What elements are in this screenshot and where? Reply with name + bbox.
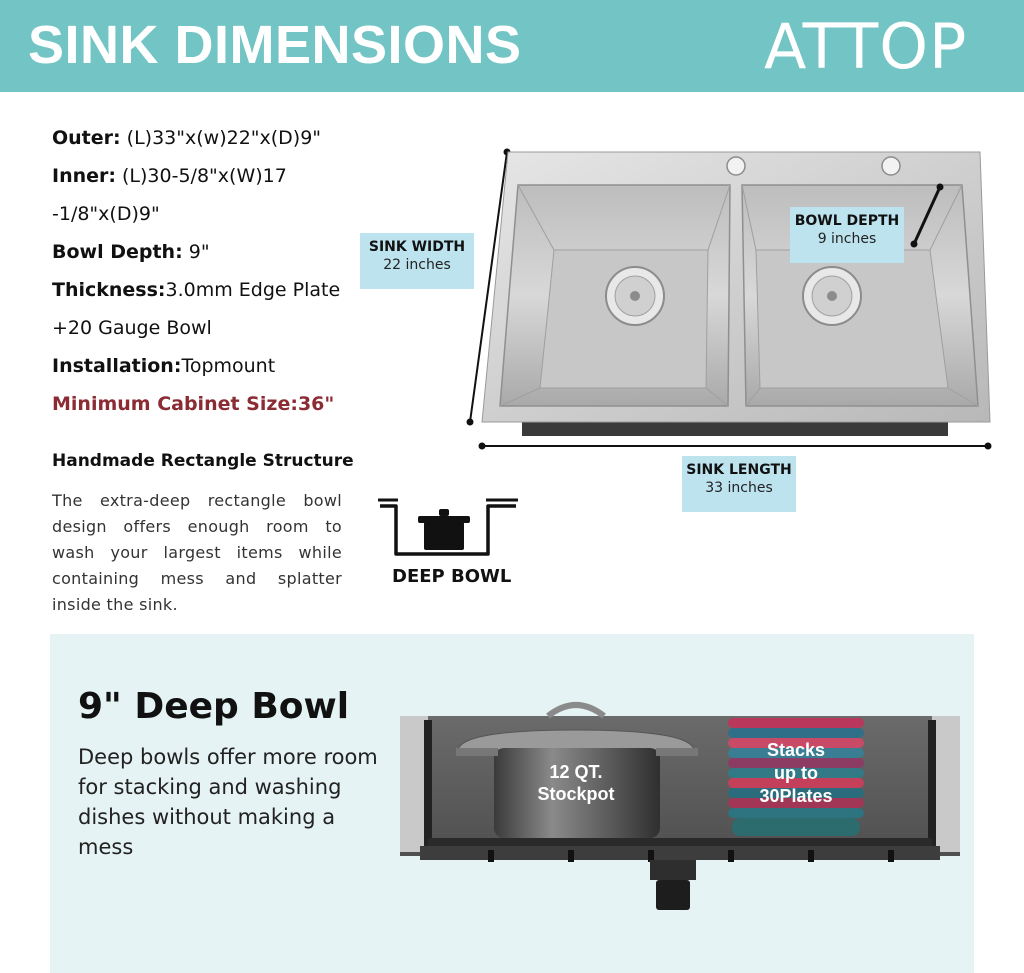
spec-thickness: Thickness:3.0mm Edge Plate — [52, 279, 341, 301]
bowl-depth-title: BOWL DEPTH — [794, 213, 900, 229]
plates-label-2: up to — [774, 763, 818, 783]
spec-inner: Inner: (L)30-5/8"x(W)17 — [52, 165, 287, 187]
panel-description: Deep bowls offer more room for stacking … — [78, 745, 378, 859]
sink-width-value: 22 inches — [383, 257, 451, 273]
spec-thickness-cont: +20 Gauge Bowl — [52, 317, 212, 339]
plates-label-3: 30Plates — [759, 786, 832, 806]
sink-cross-section: 12 QT. Stockpot Stacks up to 30Plates — [400, 702, 960, 910]
sink-width-tag: SINK WIDTH 22 inches — [360, 233, 474, 289]
sink-length-title: SINK LENGTH — [686, 462, 792, 478]
sink-length-tag: SINK LENGTH 33 inches — [682, 456, 796, 512]
pot-label-1: 12 QT. — [549, 762, 602, 782]
header-banner: SINK DIMENSIONS ATTOP — [0, 0, 1024, 92]
deep-bowl-label: DEEP BOWL — [392, 566, 512, 587]
pot-in-bowl-icon — [378, 498, 518, 556]
brand-logo: ATTOP — [764, 10, 968, 83]
sink-width-title: SINK WIDTH — [368, 239, 466, 255]
sink-illustration — [466, 148, 992, 450]
structure-title: Handmade Rectangle Structure — [52, 451, 354, 471]
spec-depth: Bowl Depth: 9" — [52, 241, 210, 263]
spec-outer: Outer: (L)33"x(w)22"x(D)9" — [52, 127, 322, 149]
page-title: SINK DIMENSIONS — [28, 15, 522, 75]
panel-title: 9" Deep Bowl — [78, 686, 350, 727]
plates-label-1: Stacks — [767, 740, 825, 760]
pot-label-2: Stockpot — [537, 784, 614, 804]
spec-installation: Installation:Topmount — [52, 355, 276, 377]
spec-inner-cont: -1/8"x(D)9" — [52, 203, 160, 225]
structure-description: The extra-deep rectangle bowl design off… — [52, 491, 342, 614]
sink-length-value: 33 inches — [705, 480, 773, 496]
spec-min-cabinet: Minimum Cabinet Size:36" — [52, 393, 335, 415]
bowl-depth-tag: BOWL DEPTH 9 inches — [790, 207, 904, 263]
spec-list: Outer: (L)33"x(w)22"x(D)9" Inner: (L)30-… — [52, 124, 372, 428]
bowl-depth-value: 9 inches — [817, 231, 877, 247]
